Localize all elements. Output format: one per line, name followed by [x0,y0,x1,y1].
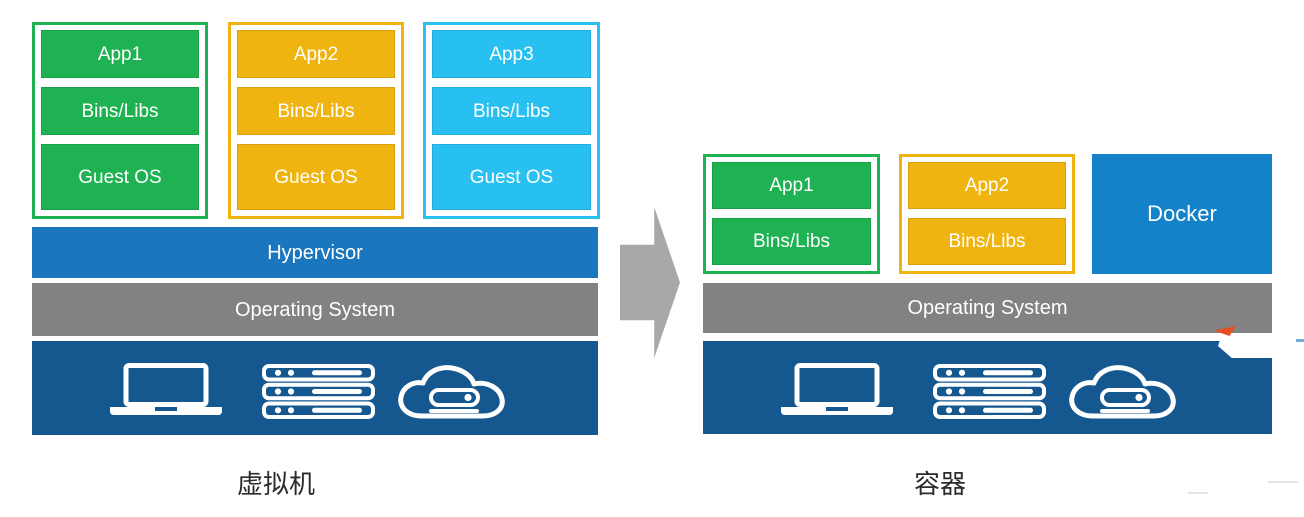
vm1-app-box: App1 [41,30,199,78]
cursor-highlight-blob [1218,333,1304,358]
vm3-binslibs-box: Bins/Libs [432,87,591,135]
hypervisor-bar: Hypervisor [32,227,598,278]
vm-stack-3: App3 Bins/Libs Guest OS [423,22,600,219]
hypervisor-label: Hypervisor [267,241,363,264]
os-bar-right: Operating System [703,283,1272,333]
os-label-right: Operating System [907,297,1068,319]
cursor-blue-dash [1296,339,1304,342]
cloud-icon [1063,363,1184,422]
right-caption: 容器 [913,469,966,499]
vm3-guestos-box: Guest OS [432,144,591,210]
transition-arrow-icon [620,207,680,358]
os-bar-left: Operating System [32,283,598,336]
vm2-binslibs-box: Bins/Libs [237,87,395,135]
vm3-app-box: App3 [432,30,591,78]
cloud-icon [392,363,513,422]
infrastructure-bar-left [32,341,598,435]
infrastructure-bar-right [703,341,1272,434]
container1-app-box: App1 [712,162,871,209]
video-artifact-dash [1188,492,1208,494]
video-artifact-dash [1268,481,1298,483]
server-rack-icon [262,364,375,419]
left-caption: 虚拟机 [236,469,315,499]
container2-app-box: App2 [908,162,1066,209]
docker-box: Docker [1092,154,1272,274]
vm2-guestos-box: Guest OS [237,144,395,210]
vm-stack-1: App1 Bins/Libs Guest OS [32,22,208,219]
os-label-left: Operating System [234,298,396,321]
container-stack-1: App1 Bins/Libs [703,154,880,274]
laptop-icon [108,363,224,416]
cursor-pointer-icon [1214,326,1236,336]
container1-binslibs-box: Bins/Libs [712,218,871,265]
docker-label: Docker [1147,201,1217,226]
server-rack-icon [933,364,1046,419]
vm1-binslibs-box: Bins/Libs [41,87,199,135]
vm1-guestos-box: Guest OS [41,144,199,210]
laptop-icon [779,363,895,416]
container2-binslibs-box: Bins/Libs [908,218,1066,265]
vm2-app-box: App2 [237,30,395,78]
vm-stack-2: App2 Bins/Libs Guest OS [228,22,404,219]
container-stack-2: App2 Bins/Libs [899,154,1075,274]
